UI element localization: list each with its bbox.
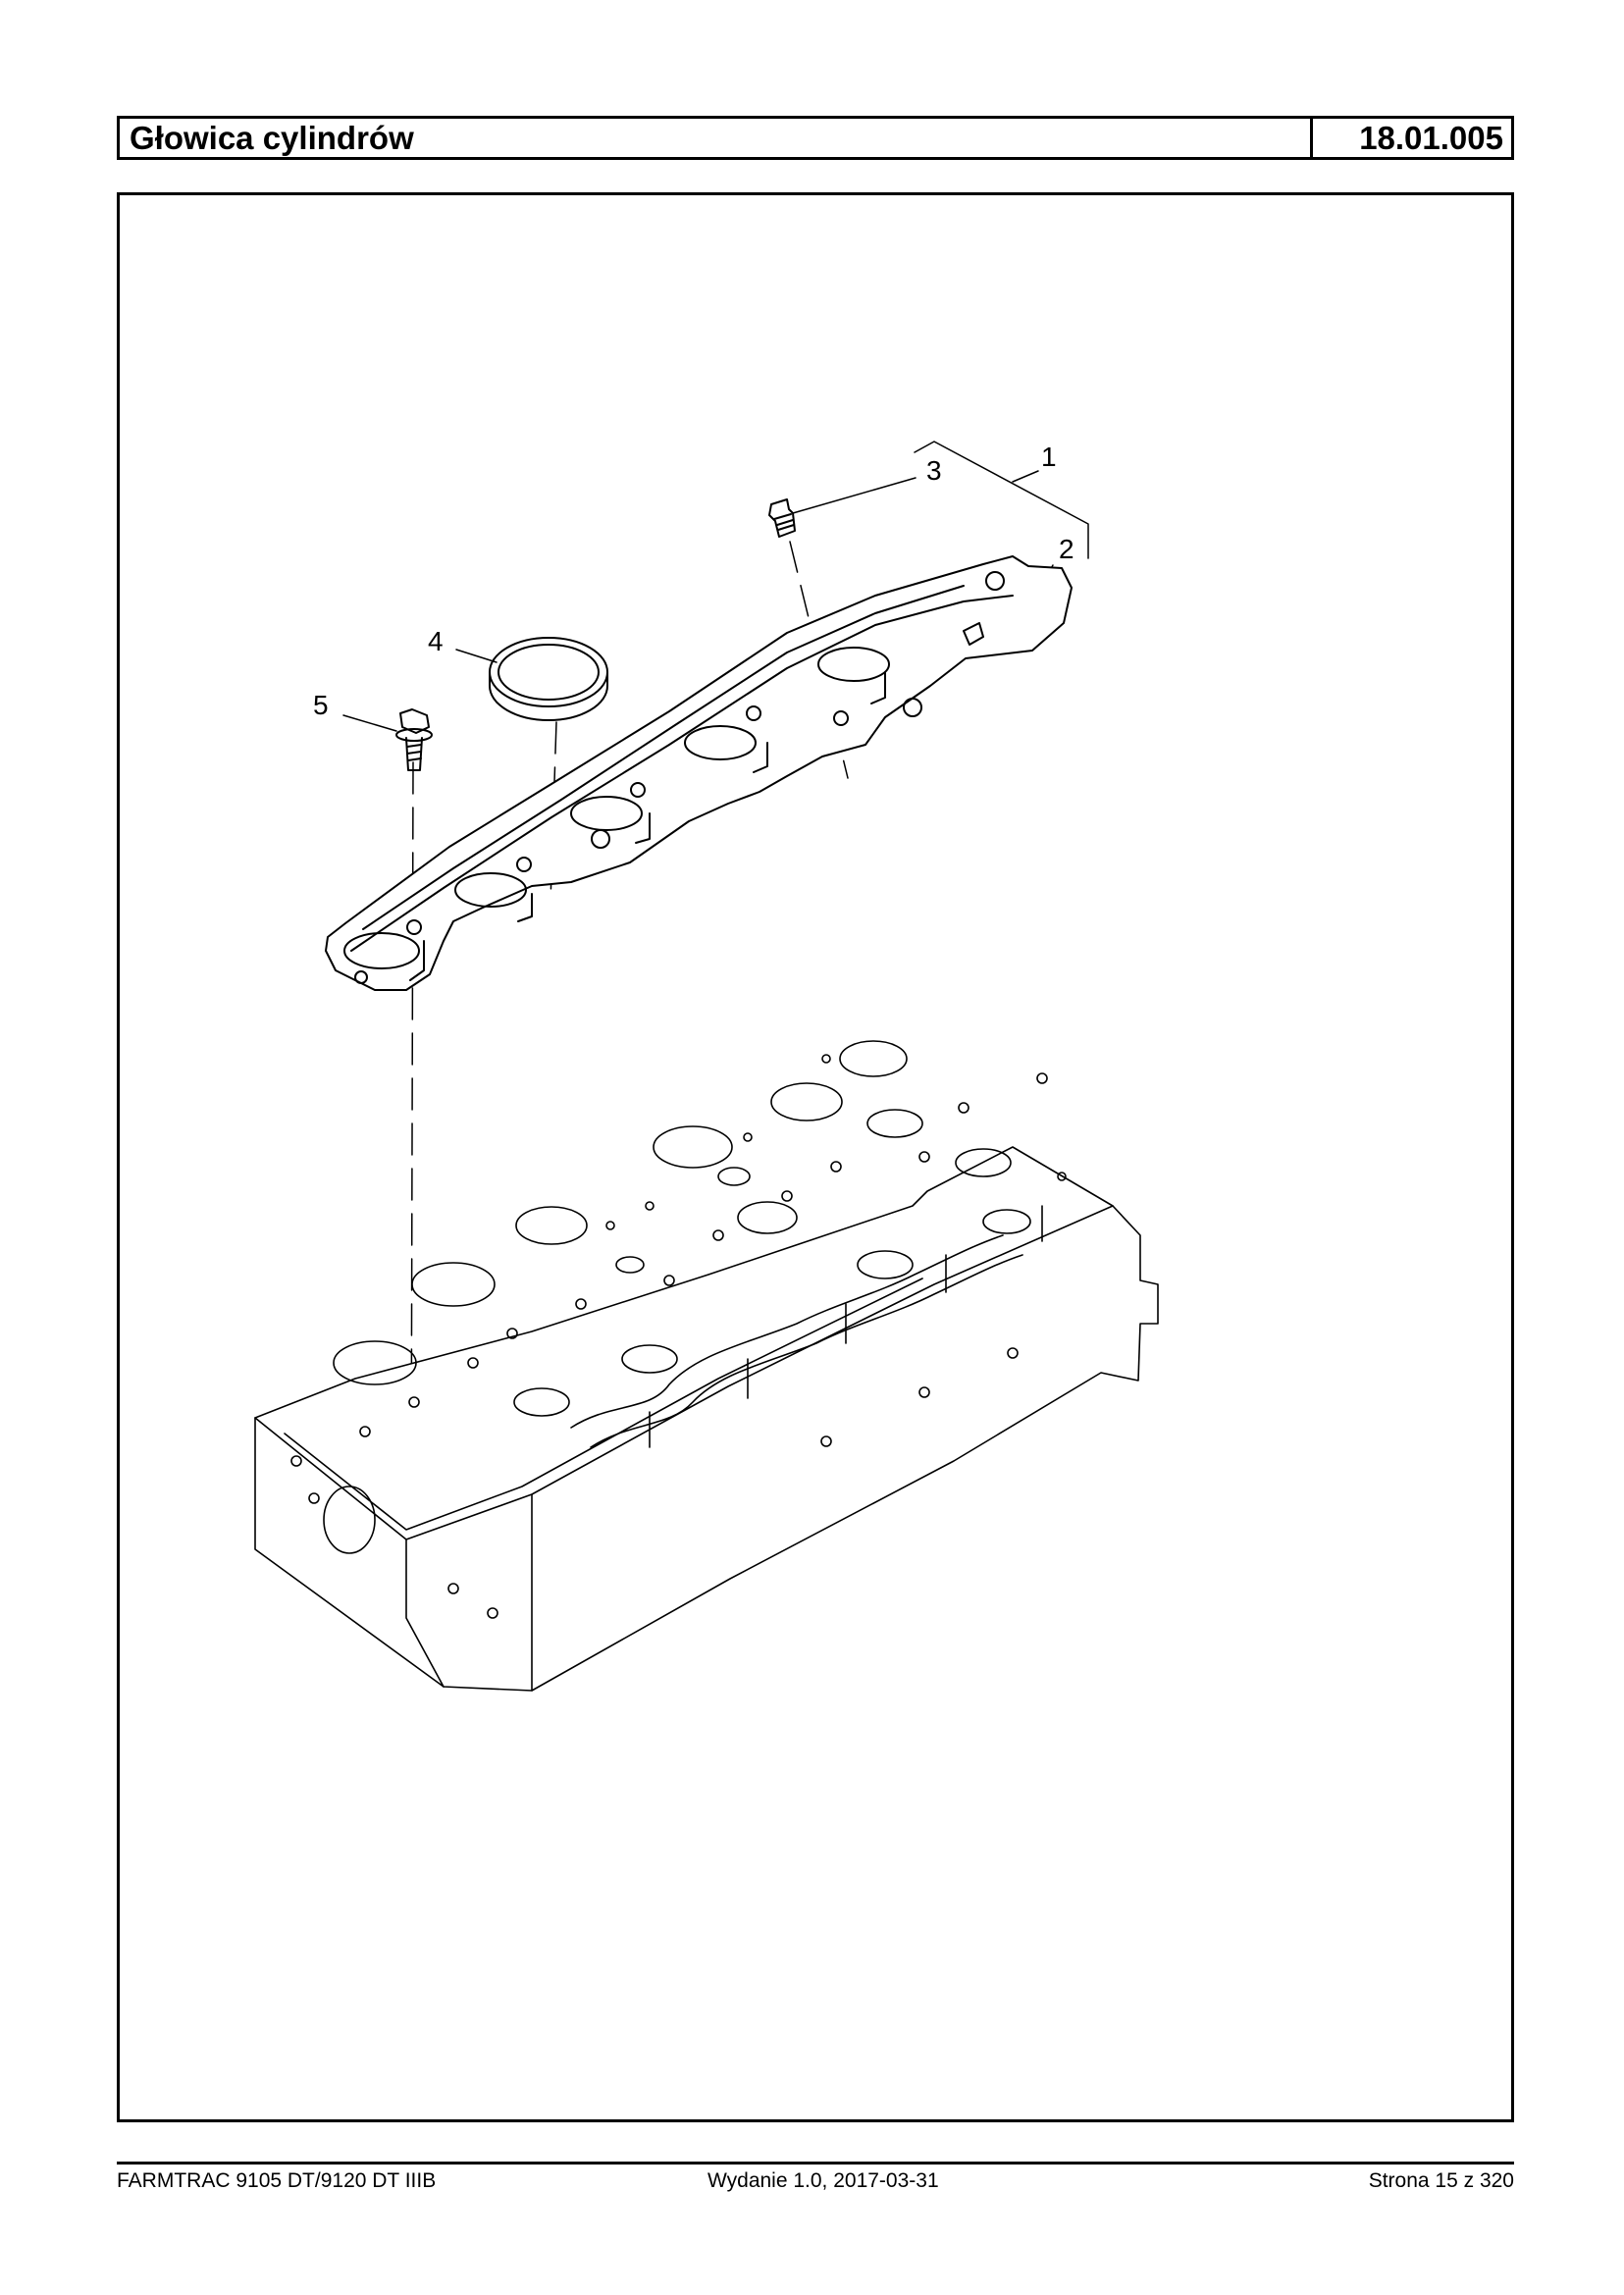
footer-page-number: Strona 15 z 320 bbox=[1368, 2169, 1514, 2192]
page-header: Głowica cylindrów 18.01.005 bbox=[117, 116, 1514, 160]
footer-edition: Wydanie 1.0, 2017-03-31 bbox=[707, 2169, 939, 2192]
bolt-drawing bbox=[395, 708, 433, 771]
footer-divider bbox=[117, 2162, 1514, 2165]
page-title: Głowica cylindrów bbox=[120, 119, 1313, 157]
callout-3: 3 bbox=[926, 455, 942, 486]
callout-4: 4 bbox=[428, 626, 444, 656]
parts-diagram-frame: 1 2 3 4 5 bbox=[117, 192, 1514, 2122]
valve-cover-gasket-carrier-drawing bbox=[325, 555, 1073, 991]
seal-ring-drawing bbox=[489, 637, 608, 721]
page-footer: FARMTRAC 9105 DT/9120 DT IIIB Wydanie 1.… bbox=[117, 2169, 1514, 2199]
plug-drawing bbox=[768, 498, 796, 538]
section-code: 18.01.005 bbox=[1359, 119, 1503, 156]
footer-model: FARMTRAC 9105 DT/9120 DT IIIB bbox=[117, 2169, 437, 2192]
callout-5: 5 bbox=[313, 690, 329, 720]
cylinder-head-drawing bbox=[254, 1040, 1159, 1692]
callout-1: 1 bbox=[1041, 442, 1057, 472]
exploded-parts-diagram: 1 2 3 4 5 bbox=[254, 441, 1159, 1692]
callout-2: 2 bbox=[1059, 534, 1074, 564]
